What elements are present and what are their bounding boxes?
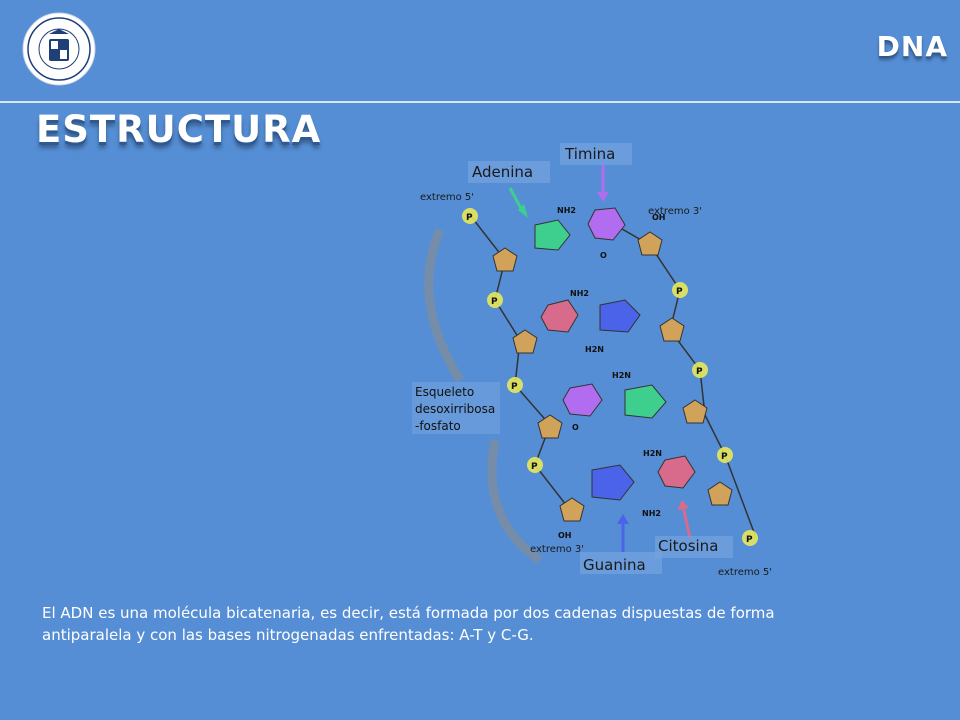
label-esqueleto-2: desoxirribosa — [415, 402, 495, 416]
left-strand-arc-lower — [487, 439, 543, 564]
phosphate-left-1: P — [462, 208, 478, 224]
cytosine-1 — [540, 299, 579, 333]
label-guanina: Guanina — [583, 556, 646, 574]
svg-text:OH: OH — [652, 213, 666, 222]
sugar-left-4 — [559, 497, 585, 522]
thymine-2 — [562, 383, 603, 417]
svg-text:P: P — [696, 367, 703, 377]
sugar-right-2 — [659, 317, 685, 342]
description-line-2: antiparalela y con las bases nitrogenada… — [42, 626, 534, 644]
svg-text:NH2: NH2 — [557, 206, 576, 215]
phosphate-right-2: P — [692, 362, 708, 378]
phosphate-left-4: P — [527, 457, 543, 473]
description-line-1: El ADN es una molécula bicatenaria, es d… — [42, 604, 775, 622]
description-text: El ADN es una molécula bicatenaria, es d… — [42, 602, 922, 646]
label-extremo3-top: extremo 3' — [648, 206, 702, 217]
phosphate-left-2: P — [487, 292, 503, 308]
label-extremo5-top: extremo 5' — [420, 192, 474, 203]
sugar-right-3 — [682, 399, 708, 424]
phosphate-left-3: P — [507, 377, 523, 393]
svg-text:P: P — [721, 452, 728, 462]
left-strand-arc — [424, 228, 464, 383]
right-backbone — [614, 224, 756, 536]
svg-text:P: P — [466, 213, 473, 223]
sugar-right-1 — [637, 231, 663, 256]
svg-text:O: O — [572, 423, 579, 432]
label-timina: Timina — [564, 145, 615, 163]
guanine-2 — [591, 464, 635, 501]
svg-text:OH: OH — [558, 531, 572, 540]
label-adenina: Adenina — [472, 163, 533, 181]
label-esqueleto-1: Esqueleto — [415, 385, 474, 399]
phosphate-right-3: P — [717, 447, 733, 463]
svg-text:P: P — [511, 382, 518, 392]
label-esqueleto-3: -fosfato — [415, 419, 461, 433]
adenine-1 — [534, 219, 571, 251]
svg-text:P: P — [746, 535, 753, 545]
left-backbone — [469, 214, 571, 511]
label-citosina: Citosina — [658, 537, 718, 555]
svg-text:NH2: NH2 — [642, 509, 661, 518]
svg-text:P: P — [676, 287, 683, 297]
slide-title: ESTRUCTURA — [36, 108, 322, 151]
svg-text:H2N: H2N — [585, 345, 604, 354]
sugar-left-3 — [537, 414, 563, 439]
svg-text:H2N: H2N — [612, 371, 631, 380]
sugar-right-4 — [707, 481, 733, 506]
svg-text:O: O — [600, 251, 607, 260]
header-divider — [0, 101, 960, 103]
guanine-1 — [599, 299, 641, 333]
svg-text:NH2: NH2 — [570, 289, 589, 298]
cytosine-2 — [657, 455, 696, 489]
dna-structure-diagram: P P P P P P P P NH2 O OH NH2 H2N — [400, 140, 800, 580]
topic-label: DNA — [876, 30, 948, 63]
svg-text:P: P — [531, 462, 538, 472]
phosphate-right-1: P — [672, 282, 688, 298]
label-extremo5-bottom: extremo 5' — [718, 567, 772, 578]
sugar-left-1 — [492, 247, 518, 272]
thymine-1 — [587, 207, 626, 241]
label-extremo3-bottom: extremo 3' — [530, 544, 584, 555]
sugar-left-2 — [512, 329, 538, 354]
svg-text:P: P — [491, 297, 498, 307]
adenine-2 — [624, 384, 667, 419]
phosphate-right-4: P — [742, 530, 758, 546]
school-logo — [22, 12, 96, 86]
svg-text:H2N: H2N — [643, 449, 662, 458]
citosina-arrow — [681, 505, 692, 539]
